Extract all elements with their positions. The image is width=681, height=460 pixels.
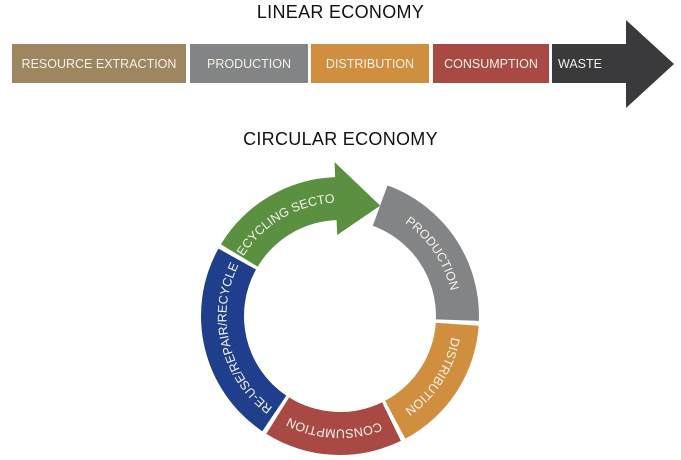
ring-segment-distribution — [385, 322, 479, 439]
ring-label-recycling-sector: RECYCLING SECTOR — [0, 0, 335, 258]
linear-stage-consumption: CONSUMPTION — [433, 44, 549, 83]
linear-stage-resource-extraction: RESOURCE EXTRACTION — [12, 44, 186, 83]
ring-segment-recycling-sector — [220, 162, 381, 267]
linear-stage-waste: WASTE — [558, 56, 602, 71]
linear-economy-title: LINEAR ECONOMY — [256, 2, 425, 22]
circular-economy-title: CIRCULAR ECONOMY — [243, 129, 438, 149]
linear-stage-distribution: DISTRIBUTION — [311, 44, 429, 83]
ring-segment-consumption — [266, 397, 401, 455]
ring-segment-reuse-repair-recycle — [200, 248, 287, 432]
ring-segment-production — [372, 185, 479, 321]
waste-arrow-icon — [552, 20, 674, 108]
linear-stage-production: PRODUCTION — [190, 44, 308, 83]
